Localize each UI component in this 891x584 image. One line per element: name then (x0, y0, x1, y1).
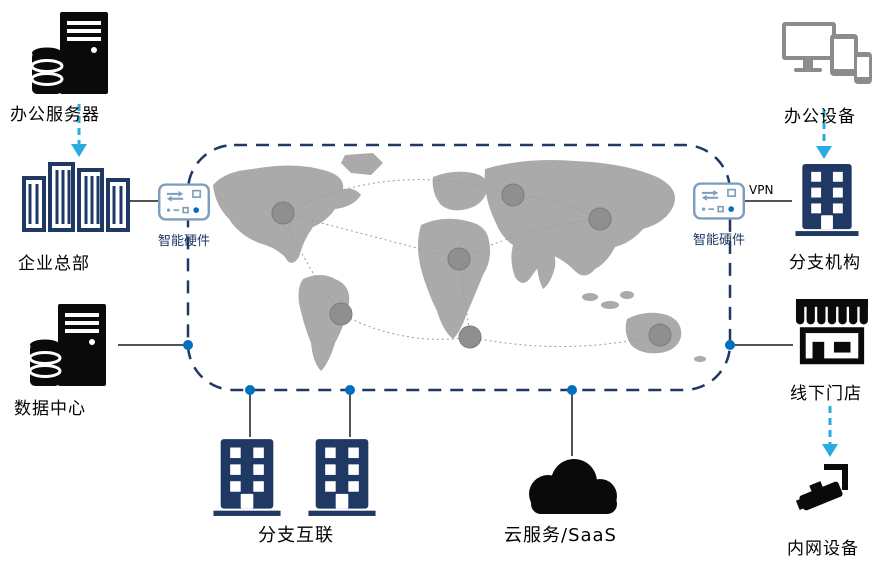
smart-hardware-right-label: 智能硬件 (692, 233, 745, 248)
smart-hardware-left-icon (158, 179, 210, 225)
branch-office-label: 分支机构 (789, 253, 861, 273)
junction-dots (183, 340, 735, 395)
dashed-boundary (186, 143, 732, 392)
smart-hardware-right-icon (693, 178, 745, 224)
sync-arrows (71, 104, 838, 457)
hq-buildings-icon (22, 160, 130, 232)
cloud-saas-label: 云服务/SaaS (504, 525, 617, 546)
data-center-label: 数据中心 (14, 399, 86, 419)
branch-building-1-icon (212, 437, 282, 517)
map-node-dots (271, 183, 672, 349)
office-devices-icon (782, 22, 874, 96)
office-server-icon (30, 12, 120, 100)
branch-interconnect-label: 分支互联 (258, 525, 334, 546)
storefront-icon (793, 299, 871, 373)
cloud-icon (518, 456, 626, 518)
branch-building-2-icon (307, 437, 377, 517)
connector-lines (118, 200, 793, 456)
cctv-camera-icon (794, 464, 860, 522)
offline-store-label: 线下门店 (790, 384, 862, 404)
intranet-device-label: 内网设备 (787, 539, 859, 559)
branch-office-icon (792, 162, 862, 237)
data-center-icon (28, 304, 118, 392)
office-server-label: 办公服务器 (10, 105, 100, 125)
office-devices-label: 办公设备 (784, 107, 856, 127)
smart-hardware-left-label: 智能硬件 (157, 234, 210, 249)
hq-label: 企业总部 (18, 254, 90, 274)
world-map (213, 153, 706, 371)
vpn-label: VPN (749, 183, 774, 197)
